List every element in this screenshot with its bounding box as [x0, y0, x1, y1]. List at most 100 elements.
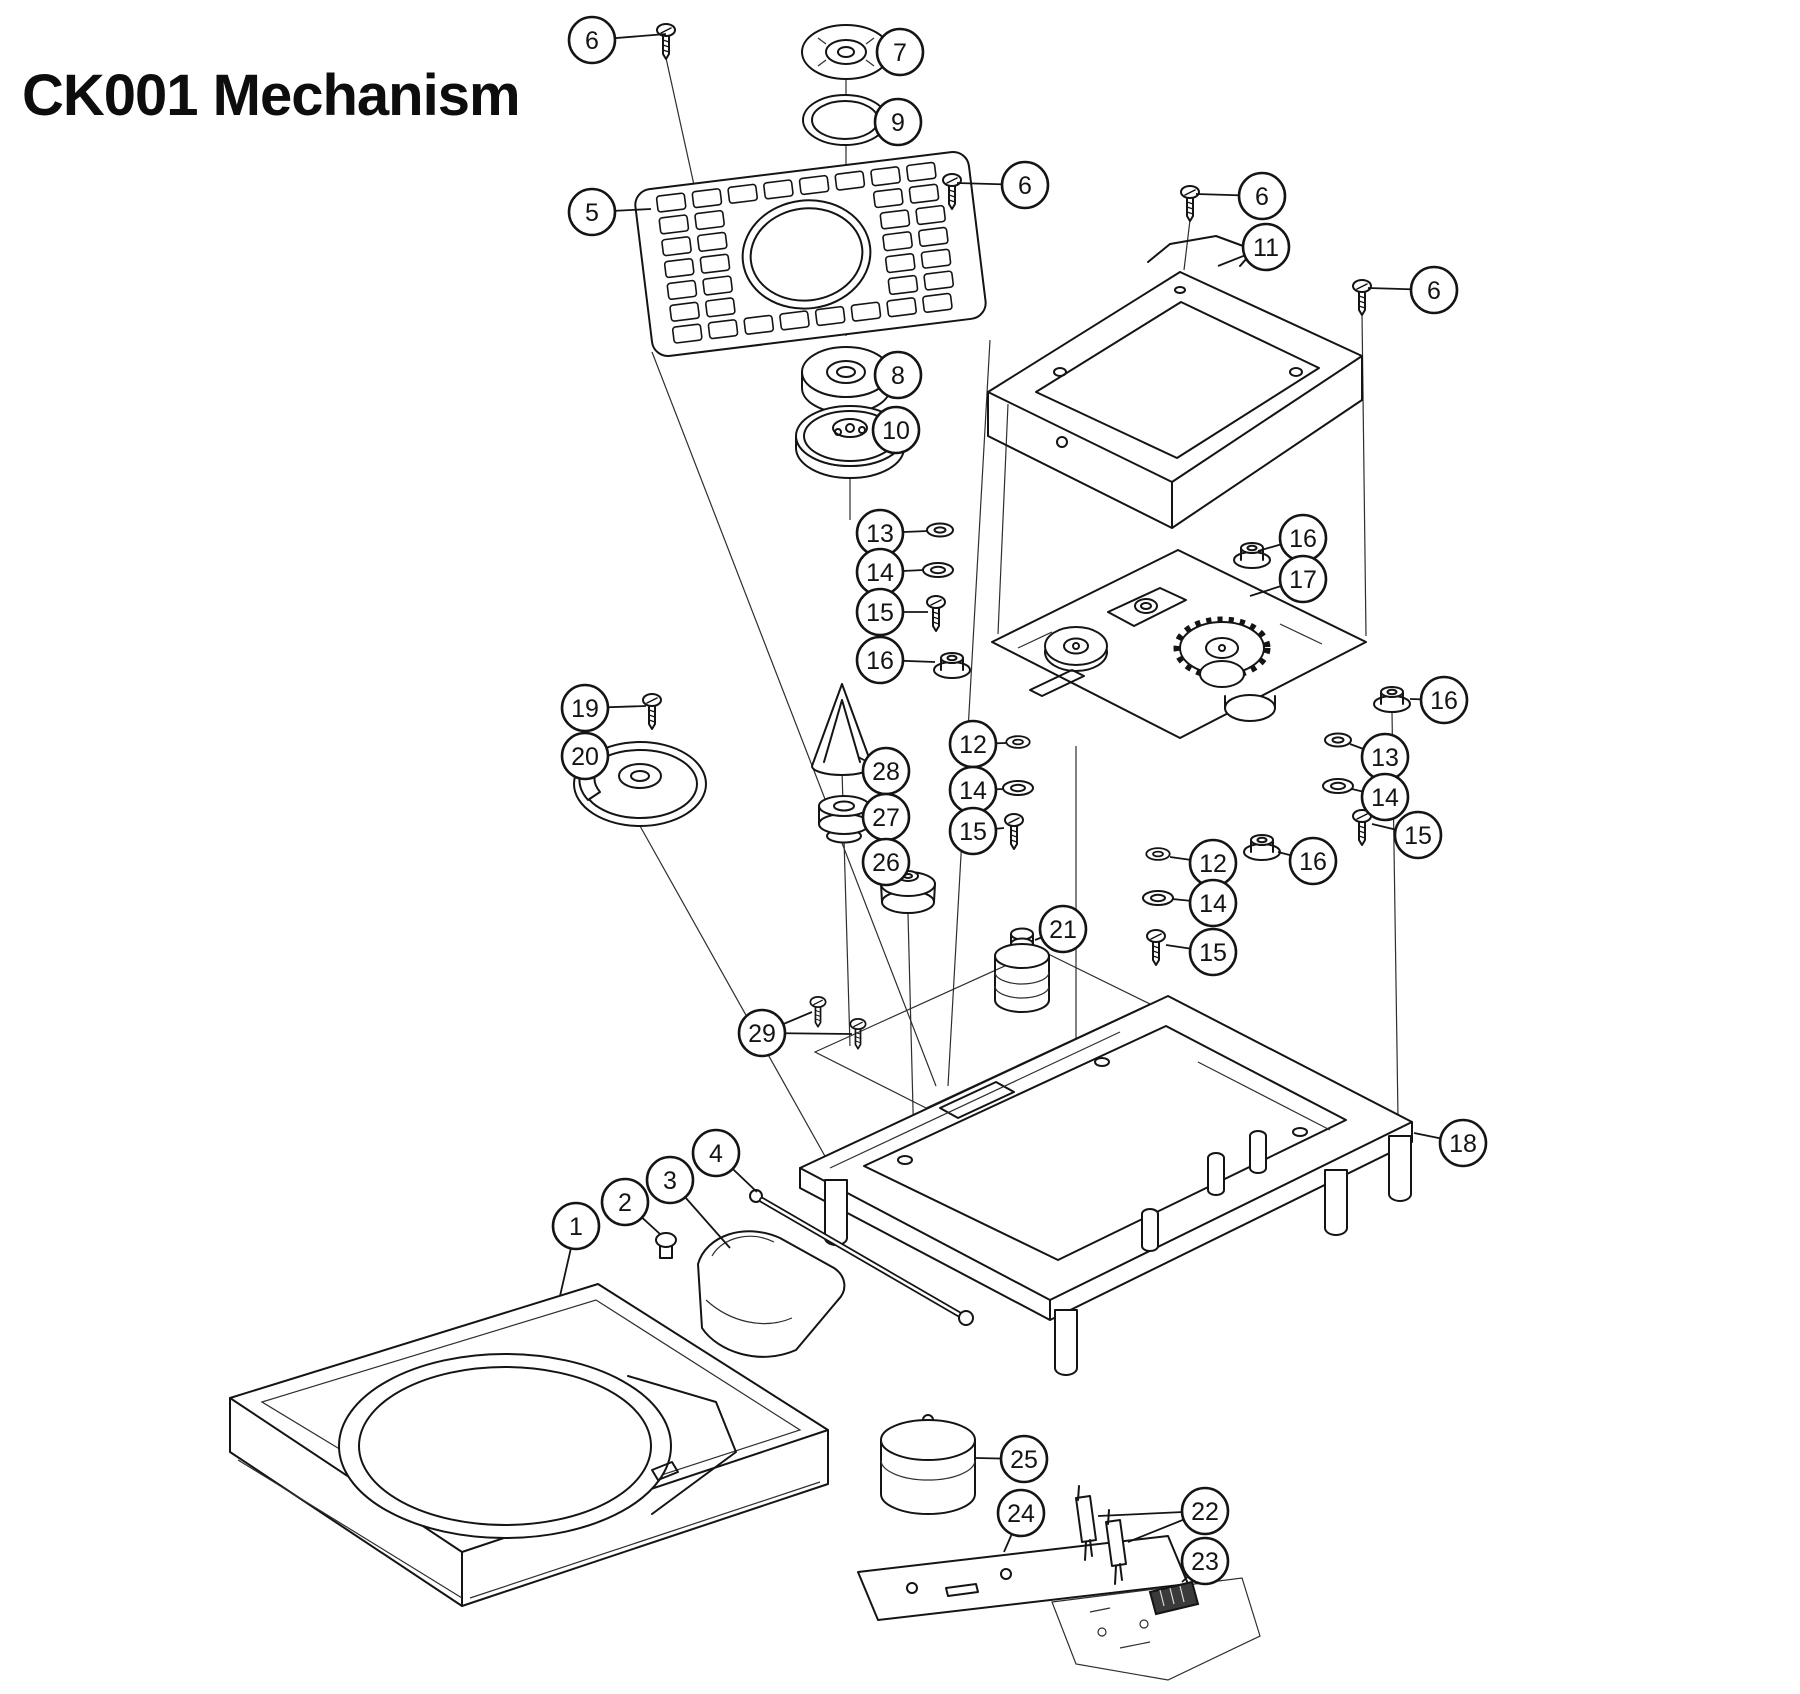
callout-number-14: 14: [1199, 890, 1227, 918]
callout-14: 14: [855, 547, 905, 597]
page-title: CK001 Mechanism: [22, 63, 521, 128]
callout-circle-6: [1000, 160, 1050, 210]
screw-29-b: [849, 1018, 867, 1050]
callout-number-17: 17: [1289, 566, 1317, 594]
screw-29-a: [809, 996, 827, 1028]
callout-5: 5: [567, 187, 617, 237]
callout-number-14: 14: [1371, 784, 1399, 812]
callout-number-15: 15: [1404, 822, 1432, 850]
callout-number-6: 6: [1427, 277, 1441, 305]
screw-6-a: [656, 23, 676, 60]
part-7-disc: [801, 24, 891, 80]
washer-14-d: [1142, 890, 1174, 906]
callout-circle-7: [875, 27, 925, 77]
callout-number-12: 12: [959, 731, 987, 759]
callout-16: 16: [1278, 513, 1328, 563]
callout-circle-24: [996, 1488, 1046, 1538]
callout-number-19: 19: [571, 695, 599, 723]
callout-circle-18: [1438, 1118, 1488, 1168]
callout-number-16: 16: [1289, 525, 1317, 553]
callout-18: 18: [1438, 1118, 1488, 1168]
callout-15: 15: [948, 806, 998, 856]
callout-10: 10: [871, 405, 921, 455]
part-27-grommet: [818, 795, 870, 844]
callout-7: 7: [875, 27, 925, 77]
callout-number-13: 13: [1371, 744, 1399, 772]
callout-number-8: 8: [891, 362, 905, 390]
part-25-loading-motor: [880, 1414, 976, 1515]
callout-circle-6: [1237, 171, 1287, 221]
washer-12-a: [1005, 735, 1031, 749]
callout-14: 14: [1188, 878, 1238, 928]
part-18-chassis-base: [799, 995, 1413, 1376]
callout-number-15: 15: [959, 818, 987, 846]
callout-number-4: 4: [709, 1140, 723, 1168]
callout-number-14: 14: [959, 777, 987, 805]
callout-26: 26: [861, 837, 911, 887]
grommet-16-c: [1373, 686, 1411, 713]
callout-circle-6: [1409, 265, 1459, 315]
callout-circle-17: [1278, 554, 1328, 604]
callout-circle-10: [871, 405, 921, 455]
callout-number-22: 22: [1191, 1498, 1219, 1526]
callout-number-16: 16: [1430, 687, 1458, 715]
washer-13-b: [1324, 732, 1352, 748]
callout-number-14: 14: [866, 559, 894, 587]
callout-number-1: 1: [569, 1213, 583, 1241]
callout-circle-25: [999, 1434, 1049, 1484]
callout-number-27: 27: [872, 804, 900, 832]
screw-6-d: [1352, 279, 1372, 316]
callout-12: 12: [1188, 838, 1238, 888]
callout-circle-15: [1393, 810, 1443, 860]
part-21-motor: [994, 927, 1050, 1013]
callout-6: 6: [1409, 265, 1459, 315]
callout-number-10: 10: [882, 417, 910, 445]
callout-4: 4: [691, 1128, 741, 1178]
callout-6: 6: [567, 15, 617, 65]
mechanism-artwork: [229, 23, 1413, 1681]
callout-6: 6: [1237, 171, 1287, 221]
part-17-traverse-assembly: [991, 549, 1367, 739]
callout-circle-14: [1188, 878, 1238, 928]
callout-circle-16: [1419, 675, 1469, 725]
callout-circle-11: [1241, 222, 1291, 272]
part-1-disc-tray: [229, 1283, 829, 1607]
callout-number-16: 16: [1299, 848, 1327, 876]
callout-circle-8: [873, 350, 923, 400]
screw-15-d: [1146, 929, 1166, 966]
callout-number-29: 29: [748, 1020, 776, 1048]
callout-9: 9: [873, 97, 923, 147]
callout-2: 2: [600, 1177, 650, 1227]
callout-number-9: 9: [891, 109, 905, 137]
callout-16: 16: [1288, 836, 1338, 886]
part-22-switches: [1075, 1485, 1127, 1585]
callout-23: 23: [1180, 1536, 1230, 1586]
callout-circle-16: [1288, 836, 1338, 886]
part-11-frame: [987, 235, 1363, 529]
callout-circle-16: [855, 635, 905, 685]
callout-circle-22: [1180, 1486, 1230, 1536]
callout-number-11: 11: [1253, 234, 1279, 262]
screw-15-b: [1352, 809, 1372, 846]
callout-number-24: 24: [1007, 1500, 1035, 1528]
grommet-16-a: [933, 652, 971, 679]
callout-11: 11: [1241, 222, 1291, 272]
callout-circle-21: [1038, 904, 1088, 954]
callout-circle-1: [551, 1201, 601, 1251]
callout-circle-14: [1360, 772, 1410, 822]
callout-13: 13: [1360, 732, 1410, 782]
callout-29: 29: [737, 1008, 787, 1058]
washer-13-a: [926, 522, 954, 538]
callout-14: 14: [948, 765, 998, 815]
callout-3: 3: [645, 1155, 695, 1205]
callout-circle-15: [1188, 927, 1238, 977]
callout-24: 24: [996, 1488, 1046, 1538]
callout-number-6: 6: [585, 27, 599, 55]
callout-circle-4: [691, 1128, 741, 1178]
part-8-clamper: [801, 346, 891, 414]
callout-22: 22: [1180, 1486, 1230, 1536]
part-2-screw: [655, 1232, 677, 1259]
callout-number-12: 12: [1199, 850, 1227, 878]
callout-number-23: 23: [1191, 1548, 1219, 1576]
